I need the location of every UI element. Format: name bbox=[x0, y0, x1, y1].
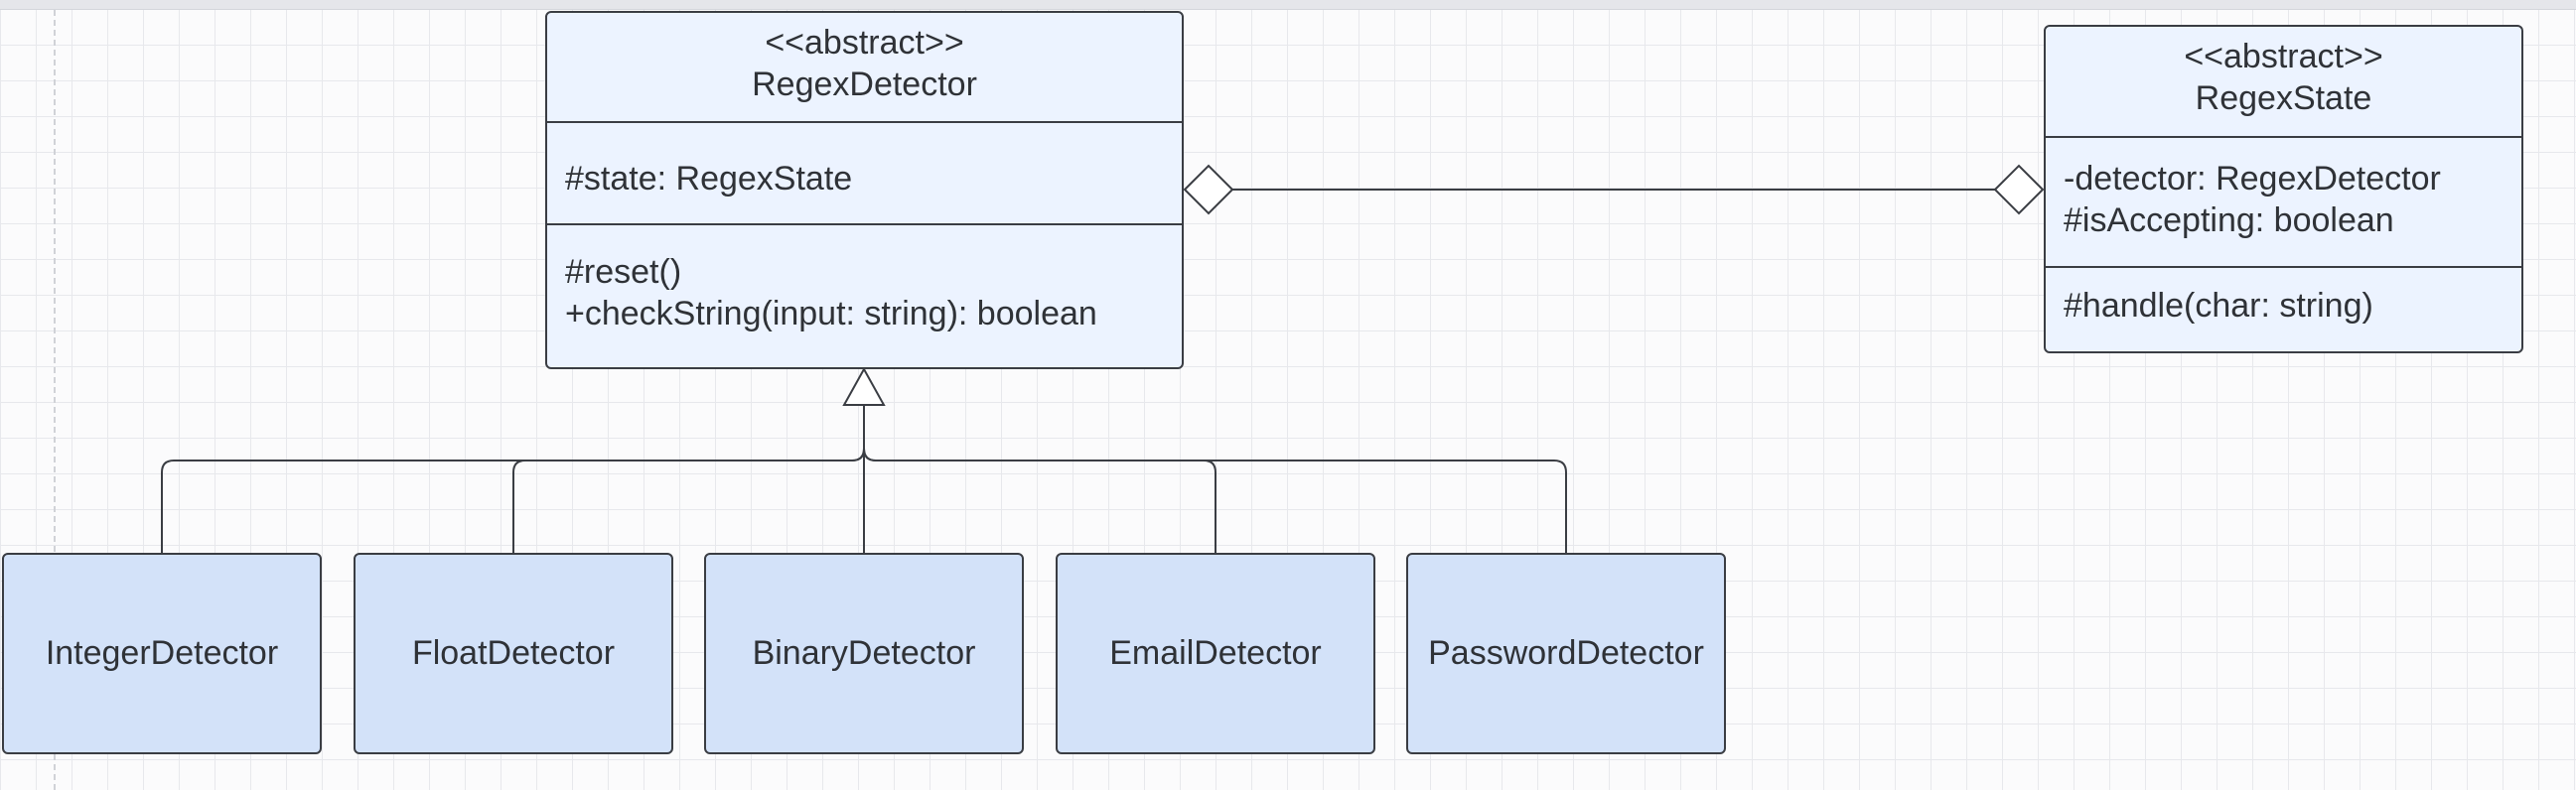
regex-detector-attributes: #state: RegexState bbox=[547, 123, 1182, 225]
integer-detector-class[interactable]: IntegerDetector bbox=[2, 553, 322, 754]
regex-detector-method: +checkString(input: string): boolean bbox=[565, 295, 1097, 332]
regex-detector-attribute: #state: RegexState bbox=[565, 160, 853, 198]
regex-state-class[interactable]: <<abstract>> RegexState -detector: Regex… bbox=[2044, 25, 2523, 353]
binary-detector-class[interactable]: BinaryDetector bbox=[704, 553, 1024, 754]
regex-state-attribute: -detector: RegexDetector bbox=[2064, 160, 2441, 198]
regex-state-method: #handle(char: string) bbox=[2064, 287, 2373, 325]
canvas-top-bar bbox=[0, 0, 2576, 10]
generalization-branch-float[interactable] bbox=[512, 448, 865, 553]
regex-detector-class[interactable]: <<abstract>> RegexDetector #state: Regex… bbox=[545, 11, 1184, 369]
float-detector-class[interactable]: FloatDetector bbox=[354, 553, 673, 754]
generalization-branch-password[interactable] bbox=[863, 448, 1567, 553]
aggregation-diamond-state-end bbox=[1993, 164, 2045, 215]
email-detector-class[interactable]: EmailDetector bbox=[1056, 553, 1375, 754]
page-boundary-guide bbox=[54, 10, 56, 790]
regex-detector-header: <<abstract>> RegexDetector bbox=[547, 13, 1182, 123]
generalization-branch-email[interactable] bbox=[863, 448, 1216, 553]
regex-state-name: RegexState bbox=[2195, 79, 2372, 117]
regex-detector-method: #reset() bbox=[565, 253, 682, 291]
regex-state-attributes: -detector: RegexDetector #isAccepting: b… bbox=[2046, 138, 2521, 268]
regex-detector-name: RegexDetector bbox=[752, 66, 977, 103]
password-detector-class[interactable]: PasswordDetector bbox=[1406, 553, 1726, 754]
regex-state-stereotype: <<abstract>> bbox=[2184, 38, 2383, 75]
regex-detector-methods: #reset() +checkString(input: string): bo… bbox=[547, 225, 1182, 334]
regex-state-methods: #handle(char: string) bbox=[2046, 268, 2521, 327]
regex-state-header: <<abstract>> RegexState bbox=[2046, 27, 2521, 138]
regex-state-attribute: #isAccepting: boolean bbox=[2064, 201, 2394, 239]
regex-detector-stereotype: <<abstract>> bbox=[765, 24, 964, 62]
aggregation-diamond-detector-end bbox=[1183, 164, 1234, 215]
generalization-arrowhead bbox=[842, 366, 886, 406]
